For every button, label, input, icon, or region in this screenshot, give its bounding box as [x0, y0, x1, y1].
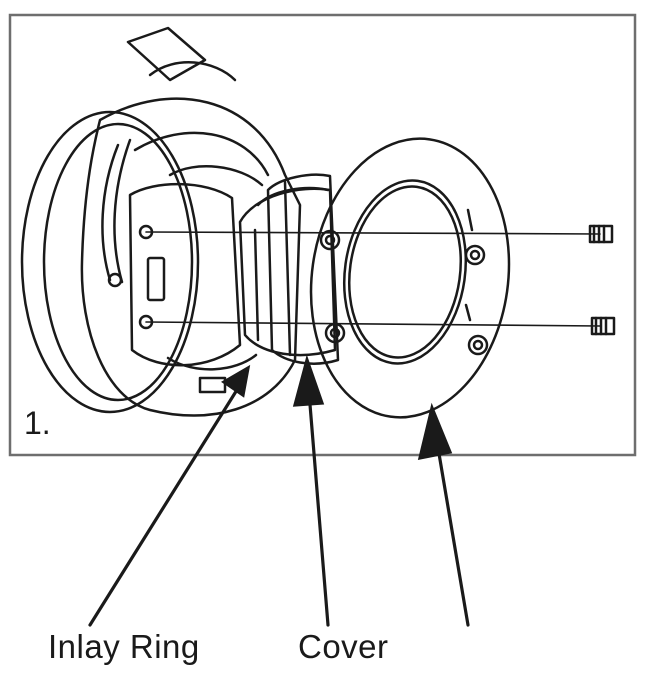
ring-screw-upper-right — [464, 244, 486, 266]
arrow-inlay-ring — [88, 383, 242, 627]
screw-lower — [590, 316, 616, 336]
callout-arrows — [88, 354, 470, 627]
earcup-shell — [80, 97, 302, 417]
arrow-ear-pad — [433, 428, 470, 627]
cover-ring — [266, 173, 340, 365]
baffle-plate — [128, 182, 242, 367]
ear-cushion-outer — [20, 110, 200, 414]
headband — [126, 26, 207, 82]
screw-upper — [588, 224, 614, 244]
ring-screw-upper-left — [319, 229, 341, 251]
step-number: 1. — [24, 405, 51, 441]
headphone-earcup-drawing — [20, 26, 616, 419]
guide-line-lower — [145, 321, 601, 327]
label-cover: Cover — [298, 628, 389, 665]
ear-pad-ring-inner — [342, 179, 468, 365]
arrow-cover — [306, 378, 330, 627]
ear-pad-ring-outer — [309, 137, 511, 419]
yoke-cable — [101, 143, 120, 282]
guide-line-upper — [145, 231, 601, 235]
diagram-frame — [8, 13, 637, 457]
ring-screw-lower-right — [467, 334, 489, 356]
label-inlay-ring: Inlay Ring — [48, 628, 200, 665]
